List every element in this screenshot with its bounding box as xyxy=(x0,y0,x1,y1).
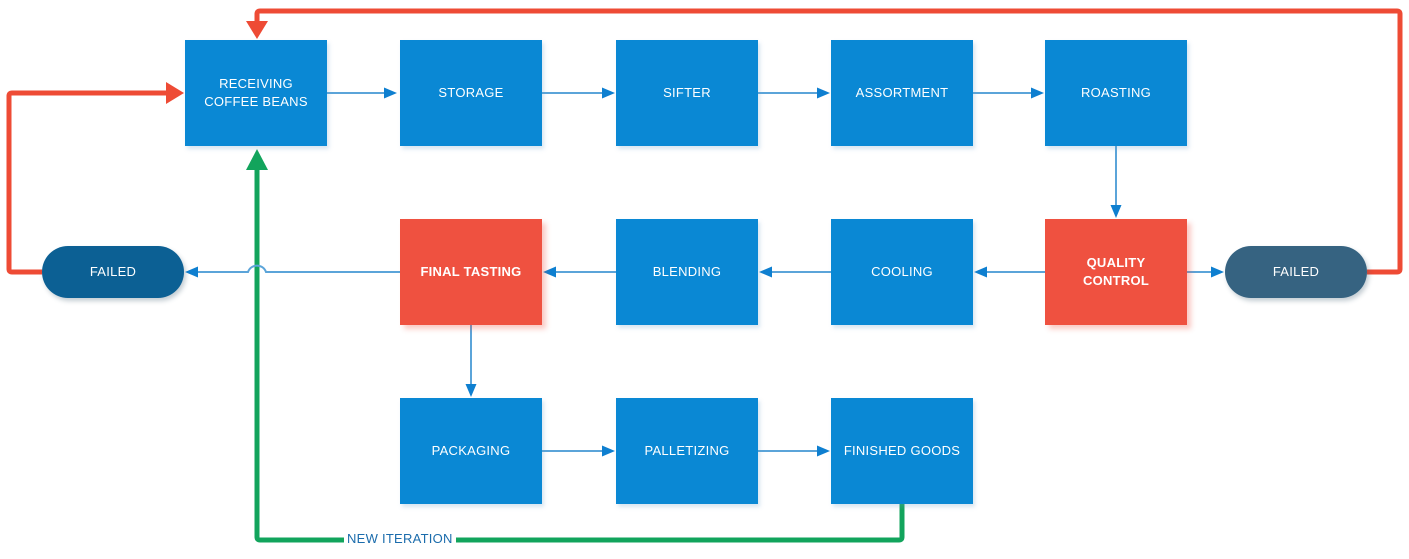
arrowhead-into-storage xyxy=(384,87,397,99)
node-receiving-coffee-beans: RECEIVING COFFEE BEANS xyxy=(185,40,327,146)
connector-quality-control-failed-right xyxy=(1187,266,1224,278)
arrowhead-into-assortment xyxy=(817,87,830,99)
connector-cooling-blending xyxy=(759,266,831,278)
connector-failed-left-to-receiving xyxy=(6,82,184,275)
node-quality-control: QUALITY CONTROL xyxy=(1045,219,1187,325)
node-blending: BLENDING xyxy=(616,219,758,325)
node-label: STORAGE xyxy=(438,85,504,101)
arrowhead-into-palletizing xyxy=(602,445,615,457)
node-label: ROASTING xyxy=(1081,85,1151,101)
red-arrowhead-into-receiving-top xyxy=(246,21,268,39)
node-label: PALLETIZING xyxy=(644,443,730,459)
node-palletizing: PALLETIZING xyxy=(616,398,758,504)
node-label: COOLING xyxy=(871,264,933,280)
node-cooling: COOLING xyxy=(831,219,973,325)
arrowhead-into-sifter xyxy=(602,87,615,99)
node-assortment: ASSORTMENT xyxy=(831,40,973,146)
node-roasting: ROASTING xyxy=(1045,40,1187,146)
arrowhead-into-blending xyxy=(759,266,772,278)
node-storage: STORAGE xyxy=(400,40,542,146)
connector-receiving-storage xyxy=(327,87,397,99)
node-label: SIFTER xyxy=(663,85,711,101)
node-packaging: PACKAGING xyxy=(400,398,542,504)
connector-packaging-palletizing xyxy=(542,445,615,457)
arrowhead-into-failed-right xyxy=(1211,266,1224,278)
node-failed-right: FAILED xyxy=(1225,246,1367,298)
arrowhead-into-quality-control xyxy=(1110,205,1122,218)
connector-storage-sifter xyxy=(542,87,615,99)
node-label: ASSORTMENT xyxy=(855,85,949,101)
node-finished-goods: FINISHED GOODS xyxy=(831,398,973,504)
arrowhead-into-cooling xyxy=(974,266,987,278)
connector-palletizing-finished-goods xyxy=(758,445,830,457)
node-label: QUALITY CONTROL xyxy=(1082,255,1150,288)
node-label: RECEIVING COFFEE BEANS xyxy=(204,76,308,109)
red-arrowhead-into-receiving-left xyxy=(166,82,184,104)
arrowhead-into-packaging xyxy=(465,384,477,397)
connector-roasting-quality-control xyxy=(1110,146,1122,218)
connector-blending-final-tasting xyxy=(543,266,616,278)
node-label: FAILED xyxy=(1272,264,1320,280)
connector-final-tasting-packaging xyxy=(465,325,477,397)
node-label: FINISHED GOODS xyxy=(843,443,961,459)
line-with-hop-over-green xyxy=(198,264,400,273)
node-label: FAILED xyxy=(89,264,137,280)
red-loop-right-line xyxy=(254,8,1403,275)
arrowhead-into-finished-goods xyxy=(817,445,830,457)
arrowhead-into-roasting xyxy=(1031,87,1044,99)
connector-assortment-roasting xyxy=(973,87,1044,99)
arrowhead-into-failed-left xyxy=(185,266,198,278)
node-label: FINAL TASTING xyxy=(420,264,522,280)
red-loop-left-line xyxy=(6,90,166,275)
connector-finished-goods-to-receiving xyxy=(246,149,905,543)
node-label: BLENDING xyxy=(652,264,722,280)
arrowhead-into-final-tasting xyxy=(543,266,556,278)
node-label: PACKAGING xyxy=(431,443,511,459)
new-iteration-label: NEW ITERATION xyxy=(344,531,456,546)
node-sifter: SIFTER xyxy=(616,40,758,146)
node-failed-left: FAILED xyxy=(42,246,184,298)
connector-sifter-assortment xyxy=(758,87,830,99)
connector-final-tasting-failed-left xyxy=(185,264,400,278)
connector-failed-right-to-receiving xyxy=(246,8,1403,275)
connector-quality-control-cooling xyxy=(974,266,1045,278)
green-arrowhead-into-receiving-bottom xyxy=(246,149,268,170)
green-loop-line xyxy=(254,170,905,543)
node-final-tasting: FINAL TASTING xyxy=(400,219,542,325)
